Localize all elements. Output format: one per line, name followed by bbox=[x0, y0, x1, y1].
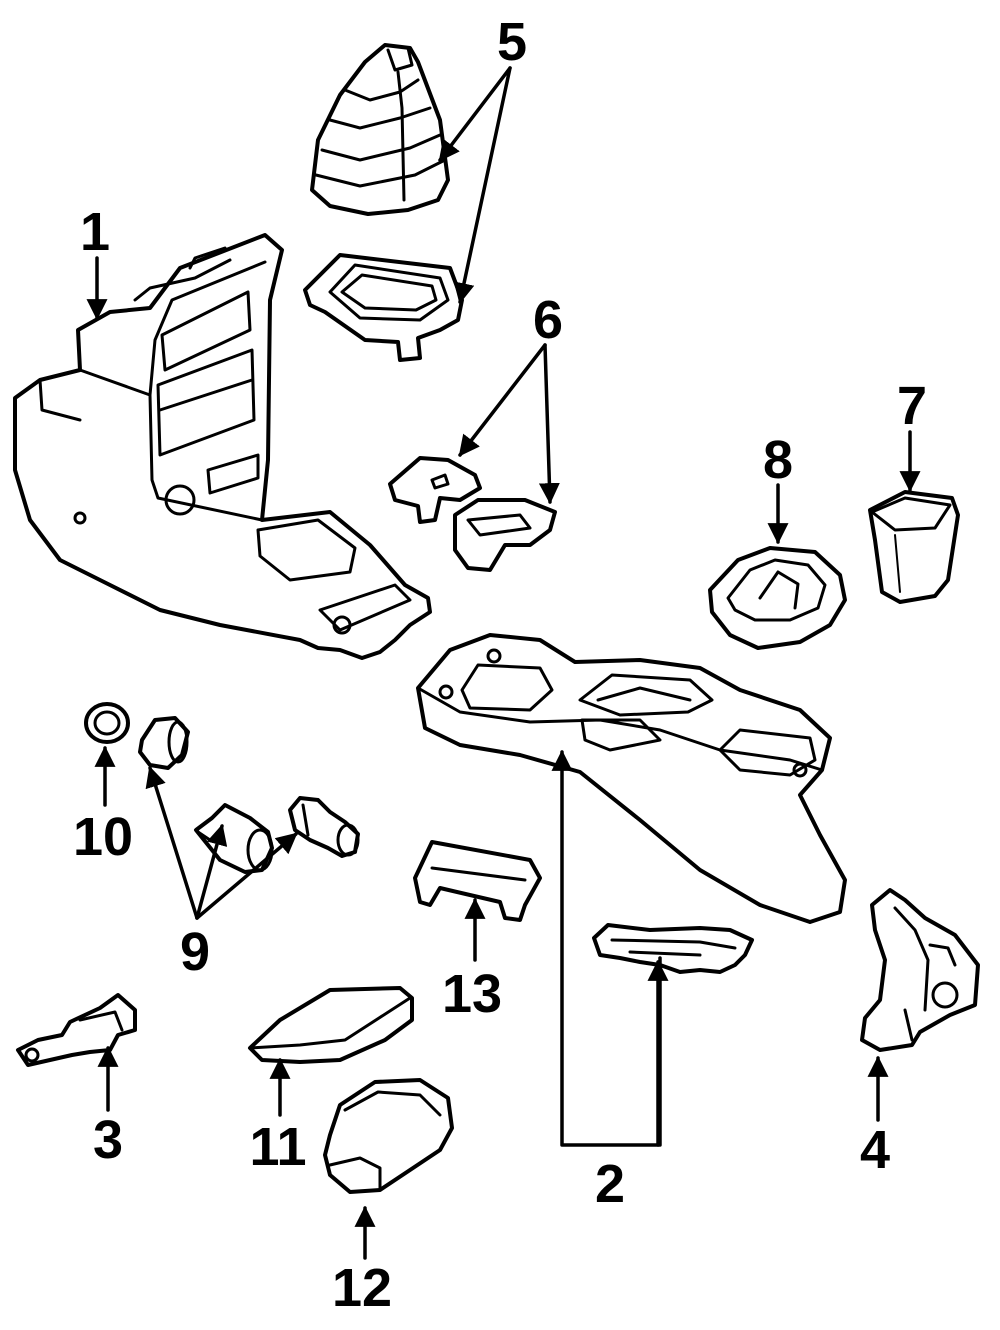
bracket-lower bbox=[453, 498, 557, 572]
callout-7: 7 bbox=[897, 376, 927, 436]
console-tray bbox=[416, 633, 847, 924]
console-body bbox=[13, 233, 432, 660]
callout-5: 5 bbox=[497, 12, 527, 72]
cup-holder-ring bbox=[708, 546, 847, 650]
callout-8: 8 bbox=[763, 430, 793, 490]
ash-tray bbox=[323, 1078, 454, 1194]
bracket-upper bbox=[388, 456, 482, 524]
callout-10: 10 bbox=[73, 807, 133, 867]
callout-11: 11 bbox=[249, 1117, 306, 1177]
leader-9b bbox=[195, 823, 228, 920]
leader-lines bbox=[86, 66, 921, 1260]
leader-6a bbox=[458, 343, 547, 457]
lighter-socket bbox=[194, 803, 274, 874]
callout-4: 4 bbox=[860, 1120, 890, 1180]
callout-labels: 1 2 3 4 5 6 7 8 9 10 11 12 13 bbox=[73, 12, 927, 1318]
callout-3: 3 bbox=[93, 1110, 123, 1170]
leader-9c bbox=[195, 832, 298, 920]
armrest-pad bbox=[248, 986, 414, 1064]
callout-13: 13 bbox=[442, 964, 502, 1024]
cup-insert bbox=[868, 490, 960, 604]
leader-5a bbox=[438, 66, 512, 162]
leader-6b bbox=[538, 343, 560, 505]
hinge-bracket bbox=[16, 993, 137, 1067]
callout-12: 12 bbox=[332, 1258, 392, 1318]
callout-1: 1 bbox=[80, 202, 110, 262]
callout-6: 6 bbox=[533, 290, 563, 350]
mounting-bracket bbox=[860, 888, 980, 1052]
console-lid bbox=[413, 840, 542, 922]
leader-9a bbox=[145, 765, 199, 920]
shift-bezel bbox=[303, 253, 464, 362]
leader-5b bbox=[453, 66, 512, 305]
shift-plate bbox=[592, 923, 754, 974]
leader-2a bbox=[551, 749, 662, 1147]
callout-2: 2 bbox=[595, 1154, 625, 1214]
shift-boot bbox=[310, 43, 450, 216]
lighter-sleeve bbox=[138, 716, 190, 770]
lighter-plug bbox=[288, 796, 360, 858]
small-knob bbox=[84, 702, 130, 744]
callout-9: 9 bbox=[180, 922, 210, 982]
